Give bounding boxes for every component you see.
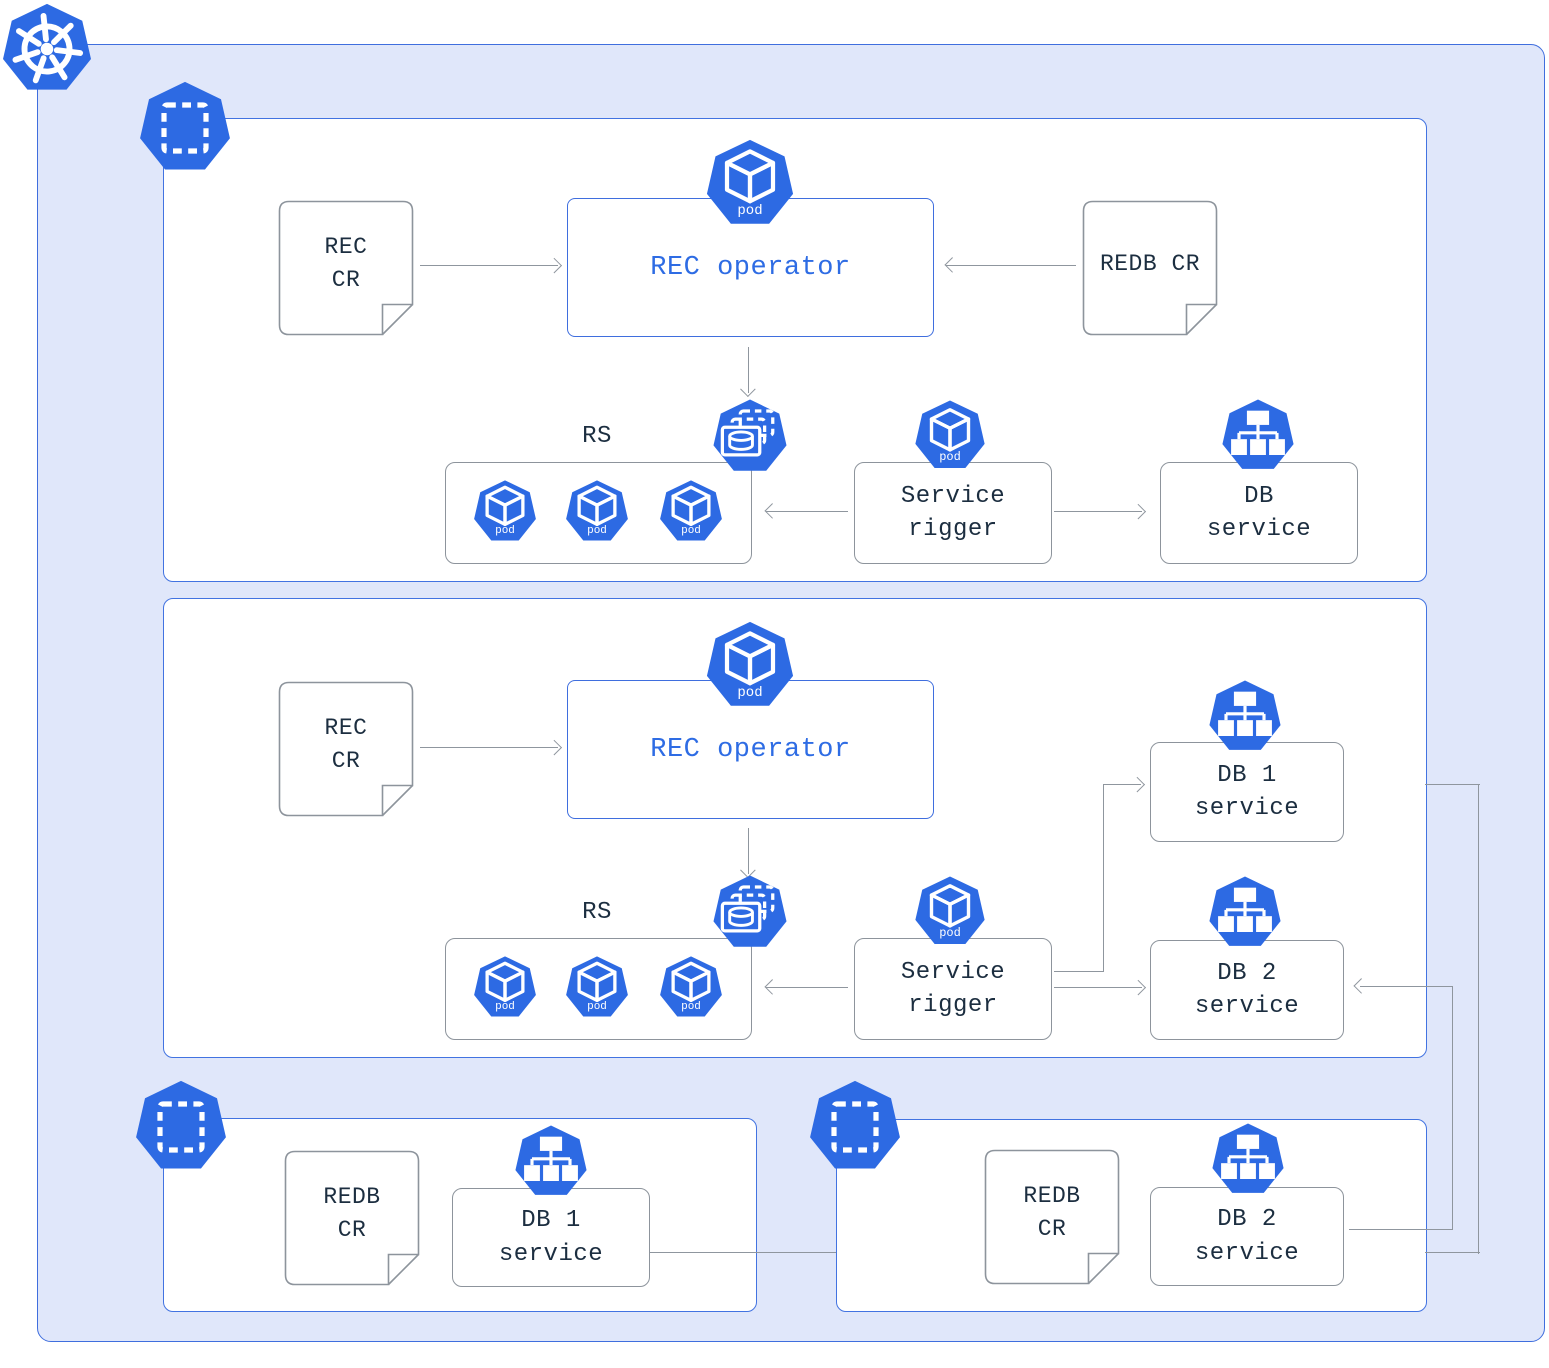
statefulset-icon [713,875,787,947]
redb-cr-document-d: REDB CR [984,1149,1120,1285]
rs-label-a: RS [582,423,612,450]
redb-cr-document-a: REDB CR [1082,200,1218,336]
connector-redbcr-a-to-operator [946,265,1076,266]
redb-cr-label: REDB CR [323,1184,381,1243]
connector-operator-b-down [748,828,749,874]
connector-db1service-c-link [648,1252,836,1253]
connector-reccr-a-to-operator [420,265,558,266]
pod-icon: pod [915,876,985,944]
pod-icon: pod [915,400,985,468]
service-icon [1209,680,1281,750]
service-icon [1212,1123,1284,1193]
connector-db2service-d-link [1349,1229,1453,1230]
pod-icon: pod [706,139,794,224]
connector-rigger-b-to-db1 [1054,971,1104,972]
pod-icon: pod [706,621,794,706]
redb-cr-document-c: REDB CR [284,1150,420,1286]
namespace-icon-c [136,1080,226,1169]
statefulset-icon [713,399,787,471]
service-icon [1209,876,1281,946]
service-icon [1222,399,1294,469]
connector-db1service-c-link [1425,784,1480,785]
rs-label-b: RS [582,899,612,926]
db2-service-box-d: DB 2 service [1150,1187,1344,1286]
namespace-icon-a [140,81,230,170]
pod-icon: pod [566,956,628,1017]
connector-rigger-a-to-dbservice [1054,511,1142,512]
redb-cr-label: REDB CR [1099,250,1201,277]
connector-db1service-c-link [1478,785,1479,1254]
connector-rigger-b-to-rs [766,987,848,988]
connector-db2service-d-link [1452,987,1453,1230]
connector-reccr-b-to-operator [420,747,558,748]
kubernetes-logo-icon [3,3,91,90]
redb-cr-label: REDB CR [1023,1183,1081,1242]
rec-cr-document-a: REC CR [278,200,414,336]
pod-icon: pod [474,480,536,541]
rec-cr-document-b: REC CR [278,681,414,817]
namespace-icon-d [810,1080,900,1169]
db2-service-box-b: DB 2 service [1150,940,1344,1040]
service-rigger-box-b: Service rigger [854,938,1052,1040]
pod-icon: pod [566,480,628,541]
connector-operator-a-down [748,347,749,393]
connector-db1service-c-link [1425,1252,1480,1253]
db-service-box-a: DB service [1160,462,1358,564]
pod-icon: pod [474,956,536,1017]
db1-service-box-b: DB 1 service [1150,742,1344,842]
connector-db2service-d-link [1360,986,1453,987]
connector-rigger-a-to-rs [766,511,848,512]
rec-cr-label: REC CR [324,715,368,774]
pod-icon: pod [660,956,722,1017]
service-icon [515,1125,587,1195]
service-rigger-box-a: Service rigger [854,462,1052,564]
connector-rigger-b-to-db2 [1054,987,1142,988]
pod-icon: pod [660,480,722,541]
db1-service-box-c: DB 1 service [452,1188,650,1287]
rec-cr-label: REC CR [324,234,368,293]
connector-rigger-b-to-db1 [1103,784,1141,785]
connector-rigger-b-to-db1 [1103,785,1104,972]
